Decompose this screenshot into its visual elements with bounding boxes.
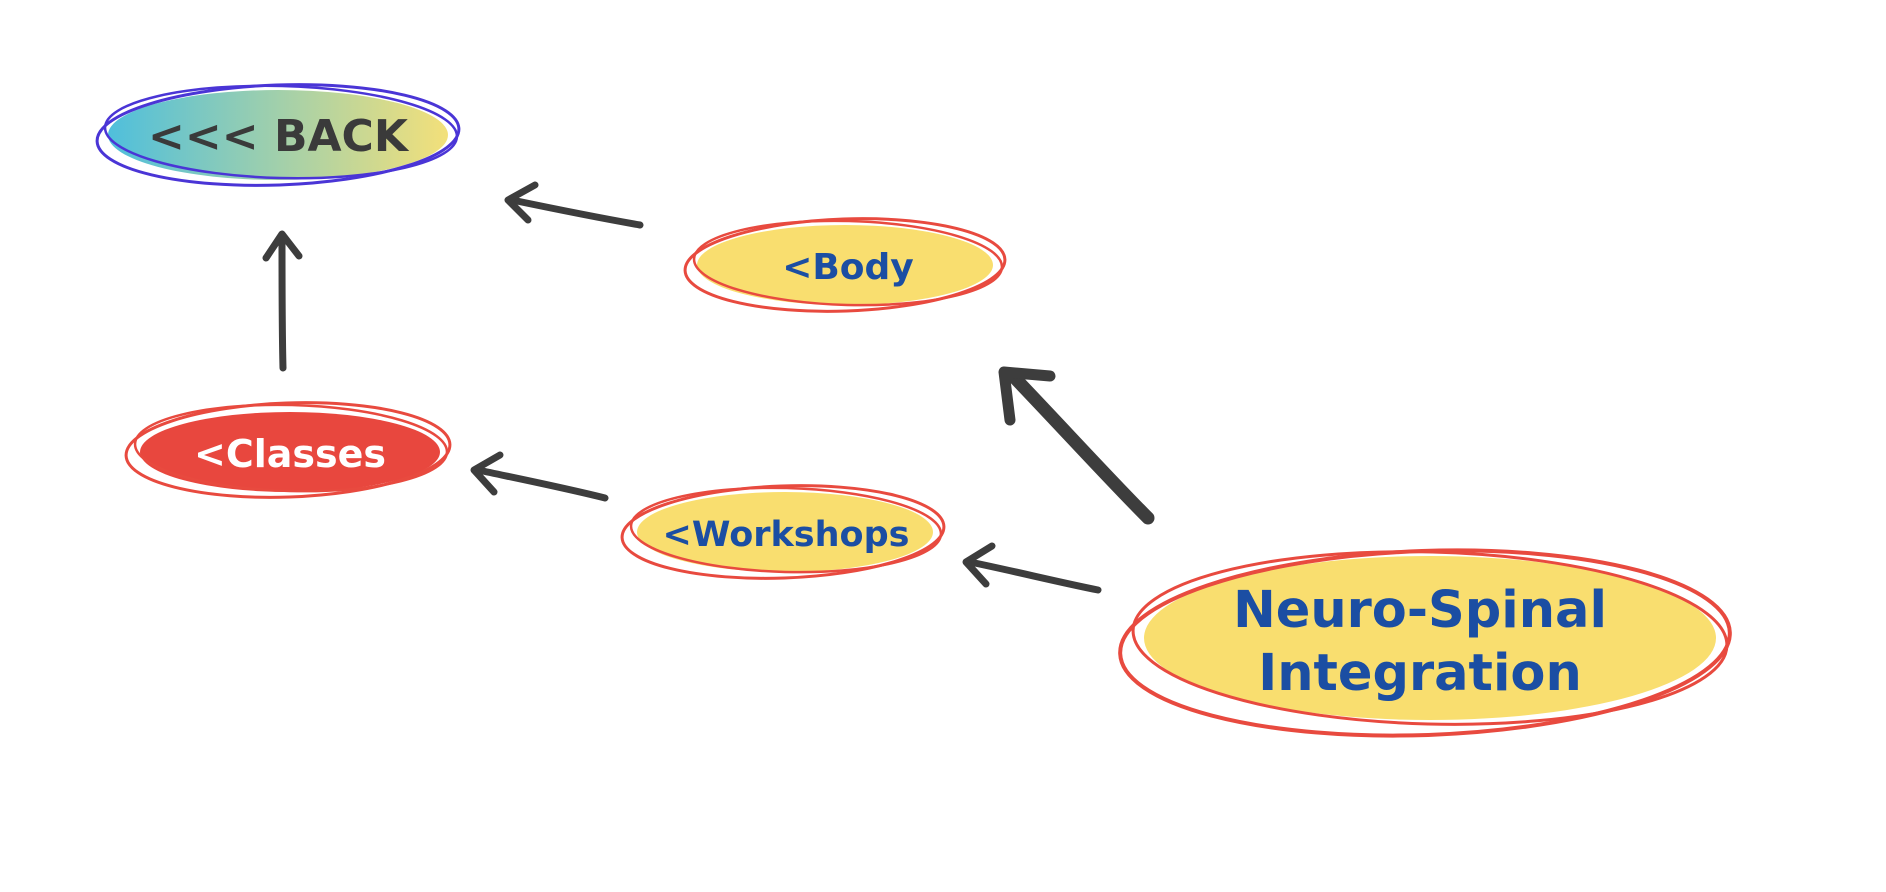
current-page-title-line1: Neuro-Spinal — [1233, 581, 1607, 640]
classes-link[interactable]: <Classes — [124, 397, 452, 502]
classes-link-outline — [124, 401, 452, 499]
workshops-link-label: <Workshops — [663, 515, 910, 555]
body-link-label: <Body — [782, 247, 914, 288]
current-page-node: Neuro-Spinal Integration — [1118, 548, 1732, 738]
body-link-outline — [683, 217, 1007, 313]
back-button-fill — [108, 90, 448, 180]
classes-link-label: <Classes — [194, 432, 386, 476]
current-page-outline-2 — [1131, 550, 1729, 726]
workshops-link-fill — [637, 492, 933, 572]
arrow-current-to-body — [998, 366, 1155, 525]
body-link-fill — [697, 225, 993, 305]
current-page-title-line2: Integration — [1258, 644, 1582, 703]
body-link-outline-2 — [692, 219, 1004, 307]
body-link[interactable]: <Body — [683, 213, 1007, 316]
arrows — [262, 181, 1155, 594]
classes-link-fill — [140, 412, 440, 492]
arrow-classes-to-back — [262, 230, 303, 372]
back-button-outline-2 — [103, 84, 459, 180]
classes-link-outline-2 — [133, 403, 449, 493]
arrow-current-to-workshops — [962, 542, 1102, 594]
current-page-fill — [1144, 556, 1716, 720]
arrow-workshops-to-classes — [470, 451, 609, 502]
arrow-body-to-back — [504, 181, 644, 229]
back-button-label: <<< BACK — [148, 111, 410, 162]
back-button[interactable]: <<< BACK — [95, 79, 461, 192]
workshops-link[interactable]: <Workshops — [620, 480, 946, 583]
workshops-link-outline-2 — [629, 486, 943, 574]
workshops-link-outline — [620, 484, 946, 580]
